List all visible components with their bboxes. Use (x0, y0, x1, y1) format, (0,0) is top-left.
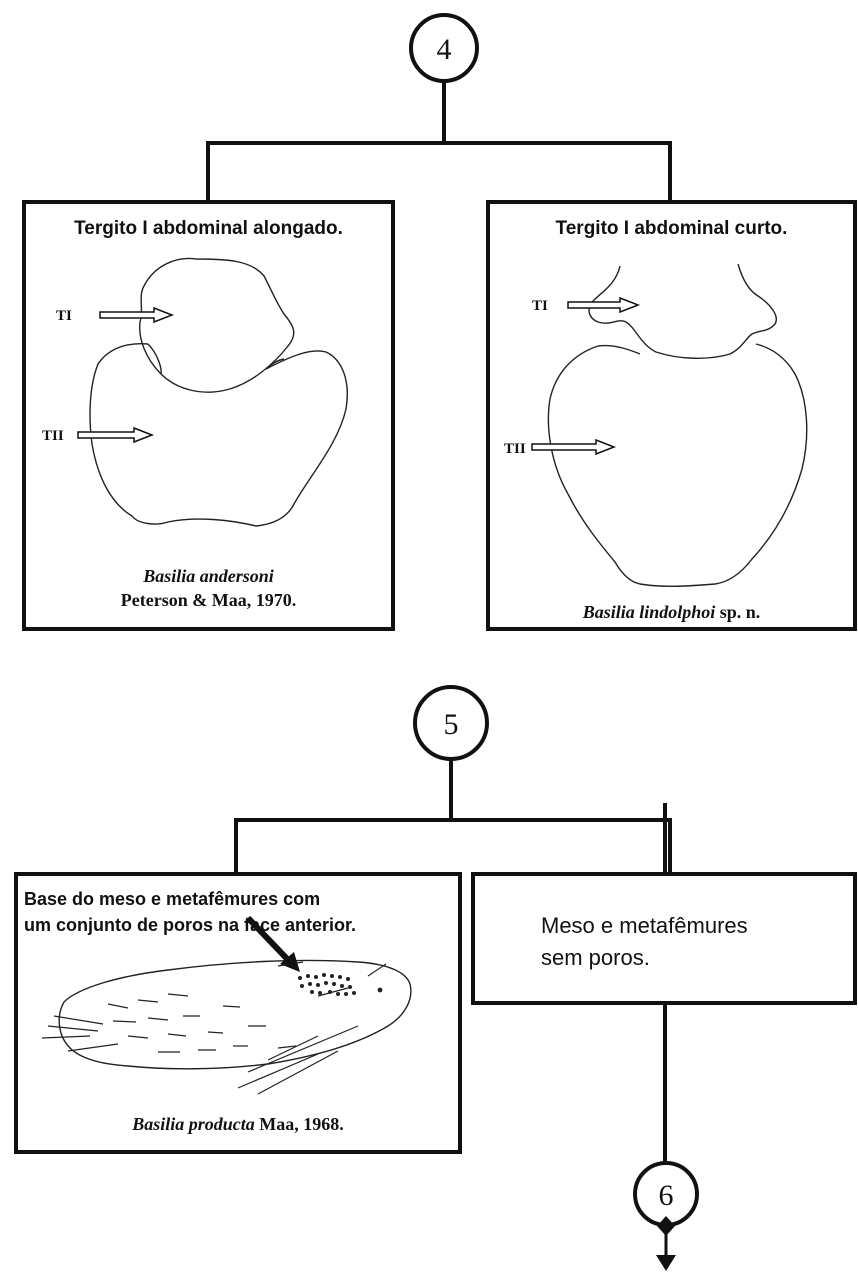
step5-left-title-line2: um conjunto de poros na face anterior. (24, 915, 357, 935)
species-basilia-andersoni: Basilia andersoni (143, 566, 274, 586)
node-6-label: 6 (659, 1179, 674, 1212)
diamond-marker-icon (657, 1216, 675, 1236)
species-basilia-lindolphoi: Basilia lindolphoi (582, 602, 716, 622)
arrow-t2-left (77, 426, 155, 444)
step5-left-caption: Basilia producta Maa, 1968. (18, 1112, 458, 1136)
authority-andersoni: Peterson & Maa, 1970. (120, 590, 297, 610)
label-t2-left: TII (42, 428, 64, 444)
bristles (41, 961, 387, 1095)
down-arrow-icon (656, 1255, 676, 1271)
arrow-t2-right (531, 438, 617, 456)
connector-4 (206, 81, 672, 203)
arrow-t1-left (99, 306, 175, 324)
node-4-label: 4 (437, 33, 452, 66)
pore-cluster (298, 973, 383, 996)
label-t2-right: TII (504, 441, 526, 457)
femur-drawing (41, 915, 412, 1095)
step5-right-text-line1: Meso e metafêmures (541, 913, 748, 938)
step4-left-box: Tergito I abdominal alongado. TI TII Bas… (22, 200, 395, 631)
step4-right-caption: Basilia lindolphoi sp. n. (490, 600, 853, 624)
step5-right-text-line2: sem poros. (541, 945, 650, 970)
step5-left-title: Base do meso e metafêmures com um conjun… (24, 886, 464, 938)
step5-right-text: Meso e metafêmures sem poros. (541, 910, 748, 974)
tergite-elongated-drawing: TI TII (42, 257, 348, 527)
step4-right-title: Tergito I abdominal curto. (555, 218, 788, 239)
authority-lindolphoi: sp. n. (719, 602, 761, 622)
authority-producta: Maa, 1968. (259, 1114, 344, 1134)
step4-left-title: Tergito I abdominal alongado. (74, 218, 343, 239)
node-5-label: 5 (444, 708, 459, 741)
label-t1-left: TI (56, 308, 72, 324)
step5-left-box: Base do meso e metafêmures com um conjun… (14, 872, 462, 1154)
tergite-short-drawing: TI TII (504, 263, 808, 588)
label-t1-right: TI (532, 298, 548, 314)
step5-left-title-line1: Base do meso e metafêmures com (24, 889, 321, 909)
pointer-arrow-icon (245, 915, 300, 972)
arrow-t1-right (567, 296, 641, 314)
species-basilia-producta: Basilia producta (132, 1114, 255, 1134)
step4-left-caption: Basilia andersoni Peterson & Maa, 1970. (26, 564, 391, 612)
step4-right-box: Tergito I abdominal curto. TI TII Basili… (486, 200, 857, 631)
step5-right-box: Meso e metafêmures sem poros. (471, 872, 857, 1005)
